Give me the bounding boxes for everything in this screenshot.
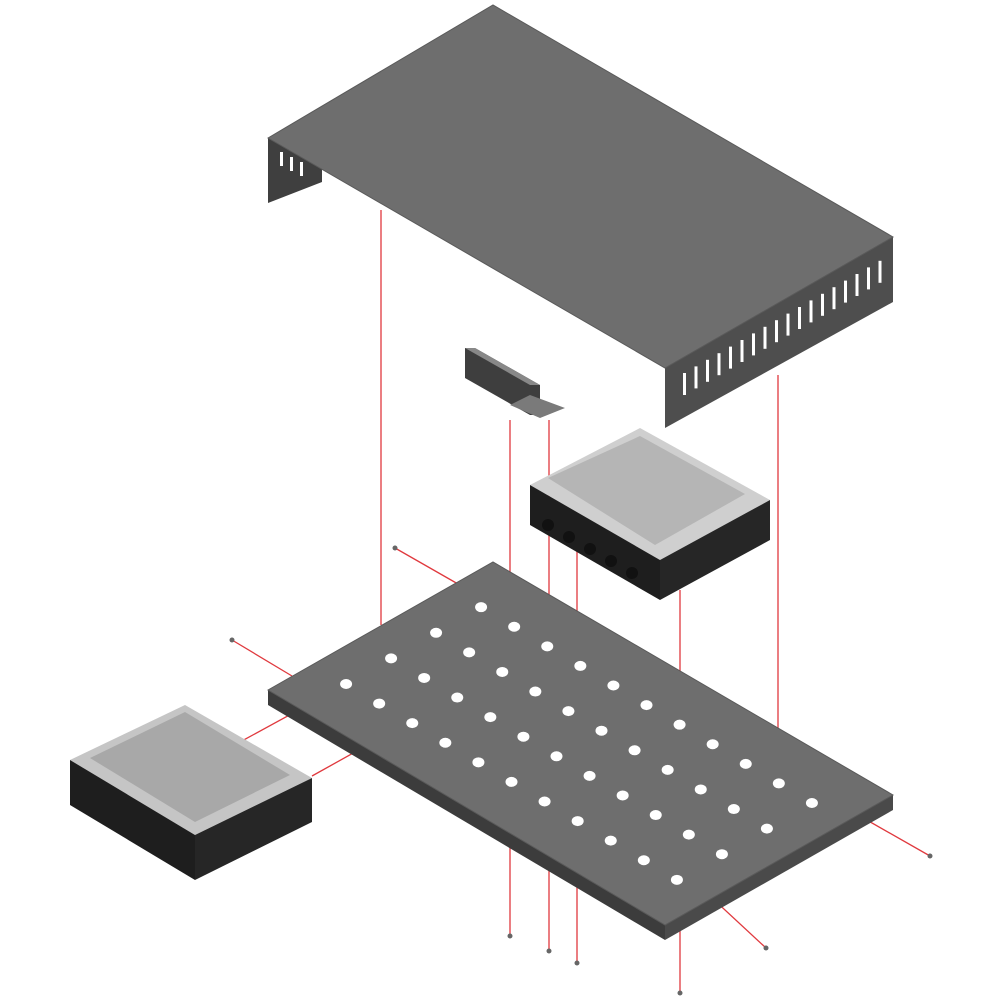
plate-hole [472,757,485,768]
plate-hole [739,758,752,769]
plate-hole [706,739,719,750]
vent-slot [740,340,744,362]
plate-hole [451,692,464,703]
assembly-line [394,547,459,585]
plate-hole [463,647,476,658]
plate-hole [637,855,650,866]
plate-hole [682,829,695,840]
assembly-line [231,639,293,677]
plate-hole [727,804,740,815]
vent-slot [867,267,870,290]
plate-top-face [267,561,895,926]
cover-top-face [267,4,895,369]
plate-hole [772,778,785,789]
module-knob [626,567,638,579]
plate-hole [529,686,542,697]
module-knob [584,543,596,555]
vent-slot [821,293,824,316]
vent-slot [809,300,813,323]
plate-hole [661,764,674,775]
plate-hole [517,731,530,742]
vent-slot [798,307,801,329]
plate-hole [607,680,620,691]
vent-slot [717,353,721,376]
vent-slot [706,359,709,382]
plate-hole [694,784,707,795]
plate-hole [406,718,419,729]
screw [229,637,235,643]
plate-hole [616,790,629,801]
plate-right-edge [665,795,893,940]
plate-front-edge [268,690,665,940]
screw [927,853,933,859]
vent-slot [775,320,778,343]
vent-slot [786,313,790,336]
plate-hole [505,776,518,787]
plate-hole [604,835,617,846]
top-cover [267,4,895,428]
plate-hole [574,660,587,671]
plate-hole [340,678,353,689]
screw [763,945,769,951]
vent-slot [832,287,836,310]
plate-hole [715,849,728,860]
plate-hole [541,641,554,652]
plate-hole [418,672,431,683]
vent-slot [729,346,732,369]
screw [507,933,513,939]
plate-hole [628,745,641,756]
plate-hole [484,712,497,723]
plate-hole [583,770,596,781]
plate-hole [385,653,398,664]
plate-hole [670,874,683,885]
module-knob [563,531,575,543]
plate-hole [805,798,818,809]
plate-hole [430,627,443,638]
module-knob [542,519,554,531]
base-plate [267,561,895,940]
plate-hole [571,816,584,827]
screws [229,545,933,996]
vent-slot [763,326,767,349]
plate-hole [508,621,521,632]
cover-front-panel [665,237,893,428]
plate-hole [475,602,488,613]
plate-hole [373,698,386,709]
plate-hole [649,810,662,821]
vent-slot [878,260,882,283]
vent-slot [844,280,847,303]
plate-hole [439,737,452,748]
plate-hole [538,796,551,807]
plate-hole [496,666,509,677]
plate-hole [550,751,563,762]
vent-slot [855,274,859,296]
left-module [70,705,312,880]
screw [546,948,552,954]
right-module [530,428,770,600]
plate-hole [640,700,653,711]
vent-slot [752,333,755,356]
screw [574,960,580,966]
screw [392,545,398,551]
mounting-bracket [465,348,565,418]
plate-hole [562,706,575,717]
plate-hole [760,823,773,834]
cover-vent-slots [683,260,882,395]
plate-hole [595,725,608,736]
module-knob [605,555,617,567]
vent-slot [683,373,686,395]
plate-holes [340,602,818,885]
vent-slot [694,366,698,389]
plate-hole [673,719,686,730]
screw [677,990,683,996]
